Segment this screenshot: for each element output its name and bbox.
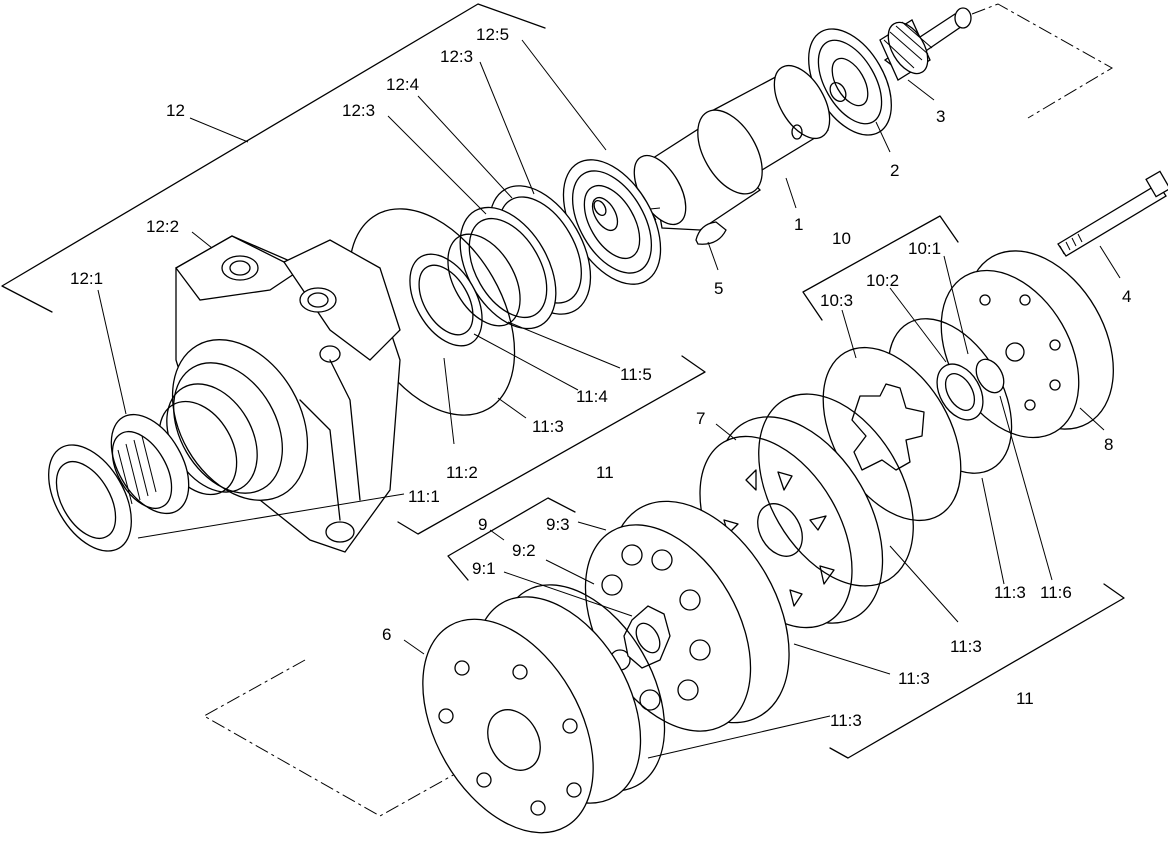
label-2: 2 (890, 161, 899, 180)
label-11-3-center: 11:3 (898, 669, 930, 688)
callout-labels: 12 12:1 12:2 12:3 12:4 12:3 12:5 11:5 11… (70, 25, 1131, 730)
label-11-upper: 11 (596, 463, 614, 482)
part-6-flange (422, 596, 642, 834)
label-12-5: 12:5 (476, 25, 509, 44)
part-11-5-ring (447, 233, 521, 327)
label-12-4: 12:4 (386, 75, 419, 94)
part-12-5-bearing (562, 159, 662, 285)
label-8: 8 (1104, 435, 1113, 454)
label-11-3-lower: 11:3 (830, 711, 862, 730)
shaft-centerline (971, 3, 1113, 119)
part-12-1-needle-bearing (110, 413, 190, 515)
part-5-key (695, 221, 727, 245)
label-11-lower: 11 (1016, 689, 1034, 708)
group-bracket-11-upper (397, 355, 706, 535)
label-11-3-right: 11:3 (994, 583, 1026, 602)
group-bracket-9 (447, 497, 576, 581)
group-bracket-10 (802, 215, 959, 321)
part-4-bolt (1057, 170, 1168, 257)
label-4: 4 (1122, 287, 1131, 306)
part-11-3-o-ring-mid (758, 393, 914, 587)
label-5: 5 (714, 279, 723, 298)
label-11-4: 11:4 (576, 387, 608, 406)
label-11-1: 11:1 (408, 487, 440, 506)
label-12-1: 12:1 (70, 269, 103, 288)
part-12-housing (158, 235, 401, 553)
part-1-cardan-shaft (633, 65, 831, 231)
label-1: 1 (794, 215, 803, 234)
part-10-1-sleeve (936, 358, 1005, 421)
label-12-3-left: 12:3 (342, 101, 375, 120)
label-11-6: 11:6 (1040, 583, 1072, 602)
label-10-3: 10:3 (820, 291, 853, 310)
label-11-3-upper: 11:3 (532, 417, 564, 436)
leader-lines (97, 39, 1121, 759)
label-12: 12 (166, 101, 185, 120)
group-bracket-12 (1, 3, 546, 313)
label-9-1: 9:1 (472, 559, 496, 578)
part-2-gear-ring (808, 28, 892, 136)
label-9-3: 9:3 (546, 515, 570, 534)
label-10: 10 (832, 229, 851, 248)
group-bracket-11-lower (829, 583, 1125, 759)
label-10-2: 10:2 (866, 271, 899, 290)
label-10-1: 10:1 (908, 239, 941, 258)
label-11-2: 11:2 (446, 463, 478, 482)
label-12-3-top: 12:3 (440, 47, 473, 66)
label-9-2: 9:2 (512, 541, 536, 560)
part-11-4-ring (409, 253, 483, 347)
label-12-2: 12:2 (146, 217, 179, 236)
part-3-drive-shaft (879, 7, 972, 81)
label-9: 9 (478, 515, 487, 534)
label-11-3-mid: 11:3 (950, 637, 982, 656)
part-11-1-shaft-seal (48, 444, 132, 552)
label-6: 6 (382, 625, 391, 644)
label-11-5: 11:5 (620, 365, 652, 384)
label-3: 3 (936, 107, 945, 126)
label-7: 7 (696, 409, 705, 428)
flange-centerline (202, 659, 481, 817)
